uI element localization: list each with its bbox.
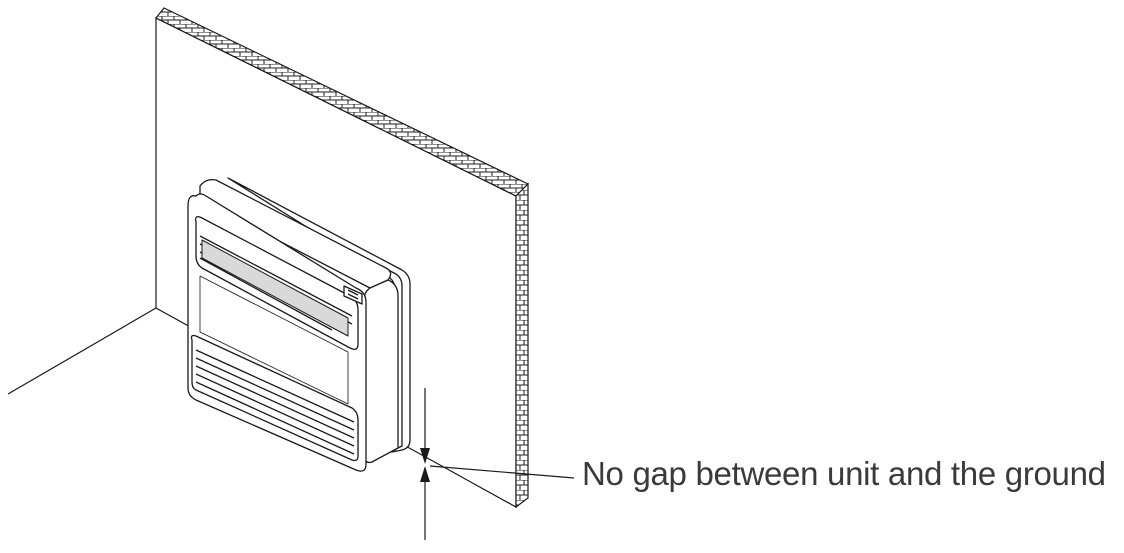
indoor-unit <box>187 177 411 472</box>
gap-indicator <box>420 388 575 540</box>
callout-label: No gap between unit and the ground <box>582 455 1106 492</box>
leader-line <box>429 465 575 479</box>
control-display <box>343 285 363 305</box>
